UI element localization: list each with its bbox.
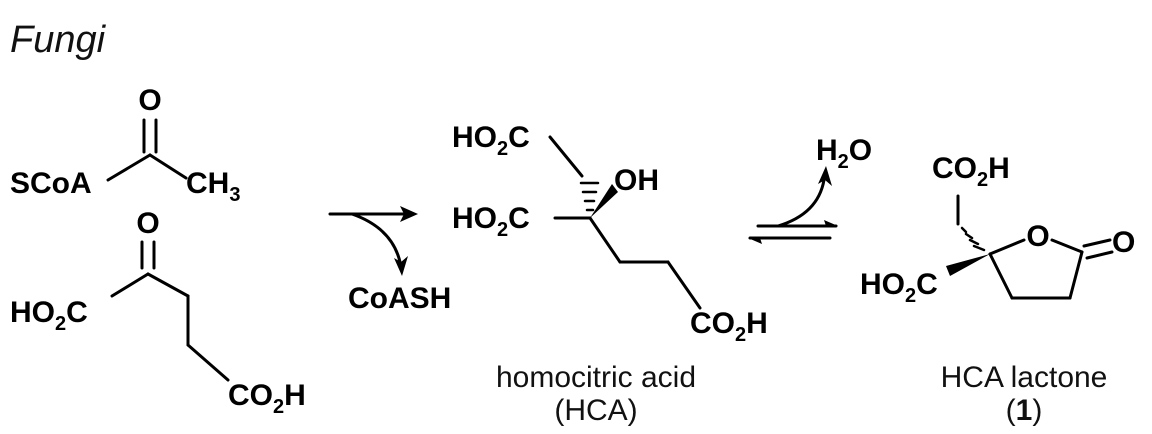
- ketoglutarate-right-carboxyl: CO2H: [228, 379, 306, 418]
- lactone-top-carboxyl: CO2H: [932, 152, 1010, 191]
- byproduct-coash: CoASH: [348, 282, 451, 315]
- hca-top-carboxyl: HO2C: [452, 121, 530, 160]
- acetyl-coa-structure: O SCoA CH3: [10, 84, 240, 206]
- hca-mid-carboxyl: HO2C: [452, 202, 530, 241]
- acetyl-coa-methyl: CH3: [186, 167, 240, 206]
- hca-structure: HO2C OH HO2C CO2H homocitric acid (HCA): [452, 121, 768, 427]
- hca-caption-abbrev: (HCA): [554, 394, 637, 427]
- lactone-keto-oxygen: O: [1112, 226, 1135, 259]
- acetyl-coa-carbonyl-o: O: [138, 84, 161, 117]
- hca-bottom-carboxyl: CO2H: [690, 307, 768, 346]
- hca-caption: homocitric acid: [496, 361, 696, 394]
- acetyl-coa-scoa: SCoA: [10, 167, 92, 200]
- lactone-ring-oxygen: O: [1026, 220, 1049, 253]
- organism-title: Fungi: [10, 19, 107, 61]
- ketoglutarate-left-carboxyl: HO2C: [10, 296, 88, 335]
- lactone-caption: HCA lactone: [941, 361, 1108, 394]
- hca-hydroxyl: OH: [614, 164, 659, 197]
- ketoglutarate-carbonyl-o: O: [136, 207, 159, 240]
- water-product: H2O: [816, 134, 872, 173]
- ketoglutarate-structure: O HO2C CO2H: [10, 207, 306, 418]
- lactone-compound-number: (1): [1006, 394, 1043, 427]
- reaction-arrow-1: CoASH: [328, 206, 451, 315]
- lactone-structure: CO2H O O HO2C HCA lactone (1): [860, 152, 1135, 427]
- lactone-left-carboxyl: HO2C: [860, 268, 938, 307]
- equilibrium-arrows: H2O: [748, 134, 872, 244]
